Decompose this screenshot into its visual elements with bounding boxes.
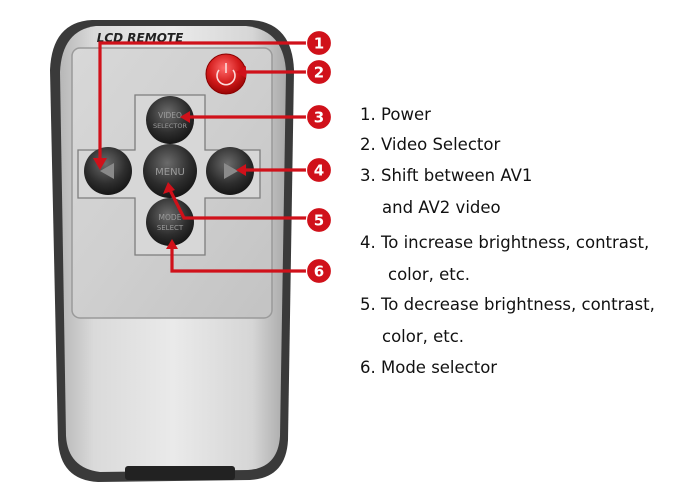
arrowhead-1 [93, 158, 107, 170]
callout-arrowheads [93, 66, 246, 249]
legend-item-5-continuation: color, etc. [382, 327, 465, 346]
callout-badge-2: 2 [305, 58, 333, 86]
arrowhead-2 [236, 66, 246, 78]
legend-item-6: 6. Mode selector [360, 357, 497, 379]
callout-lines [98, 41, 308, 273]
mode-select-label-2: SELECT [157, 224, 184, 232]
arrowhead-4 [236, 164, 246, 176]
callout-number-5: 5 [314, 212, 324, 230]
menu-button[interactable]: MENU [143, 144, 197, 198]
callout-line-5 [168, 188, 308, 220]
arrowhead-6 [166, 239, 178, 249]
callout-badge-1: 1 [305, 29, 333, 57]
callout-number-3: 3 [314, 109, 324, 127]
legend-item-3-continuation: and AV2 video [382, 198, 501, 217]
legend-item-2: 2. Video Selector [360, 134, 500, 156]
left-button[interactable] [84, 147, 132, 195]
legend-item-5-text: 5. To decrease brightness, contrast, [360, 295, 655, 314]
callout-badge-4: 4 [305, 156, 333, 184]
video-selector-label-2: SELECTOR [153, 122, 188, 130]
callout-number-6: 6 [314, 263, 324, 281]
menu-label: MENU [155, 167, 185, 178]
legend-item-6-text: 6. Mode selector [360, 358, 498, 377]
right-button[interactable] [206, 147, 254, 195]
video-selector-label-1: VIDEO [158, 111, 182, 120]
callout-badge-6: 6 [305, 257, 333, 285]
callout-badge-5: 5 [305, 206, 333, 234]
legend-item-1: 1. Power [360, 104, 431, 126]
legend-item-4: 4. To increase brightness, contrast, col… [360, 232, 649, 286]
legend-item-5: 5. To decrease brightness, contrast, col… [360, 294, 655, 348]
callout-line-6 [170, 242, 308, 273]
legend-item-2-text: 2. Video Selector [360, 135, 501, 154]
arrowhead-3 [180, 111, 190, 123]
arrowhead-5 [163, 182, 175, 194]
legend-item-4-text: 4. To increase brightness, contrast, [360, 233, 650, 252]
callout-number-2: 2 [314, 64, 324, 82]
callout-line-1 [98, 41, 308, 165]
callout-number-1: 1 [314, 35, 324, 53]
callout-number-4: 4 [314, 162, 324, 180]
legend-item-3-text: 3. Shift between AV1 [360, 166, 533, 185]
power-icon [216, 63, 236, 86]
remote-bottom-edge [125, 466, 235, 480]
legend-item-4-continuation: color, etc. [388, 265, 471, 284]
mode-select-button[interactable]: MODE SELECT [146, 198, 194, 246]
mode-select-label-1: MODE [159, 213, 182, 222]
legend-item-1-text: 1. Power [360, 105, 431, 124]
callout-badge-3: 3 [305, 103, 333, 131]
legend-item-3: 3. Shift between AV1 and AV2 video [360, 165, 532, 219]
triangle-left-icon [100, 163, 114, 179]
video-selector-button[interactable]: VIDEO SELECTOR [146, 96, 194, 144]
triangle-right-icon [224, 163, 238, 179]
